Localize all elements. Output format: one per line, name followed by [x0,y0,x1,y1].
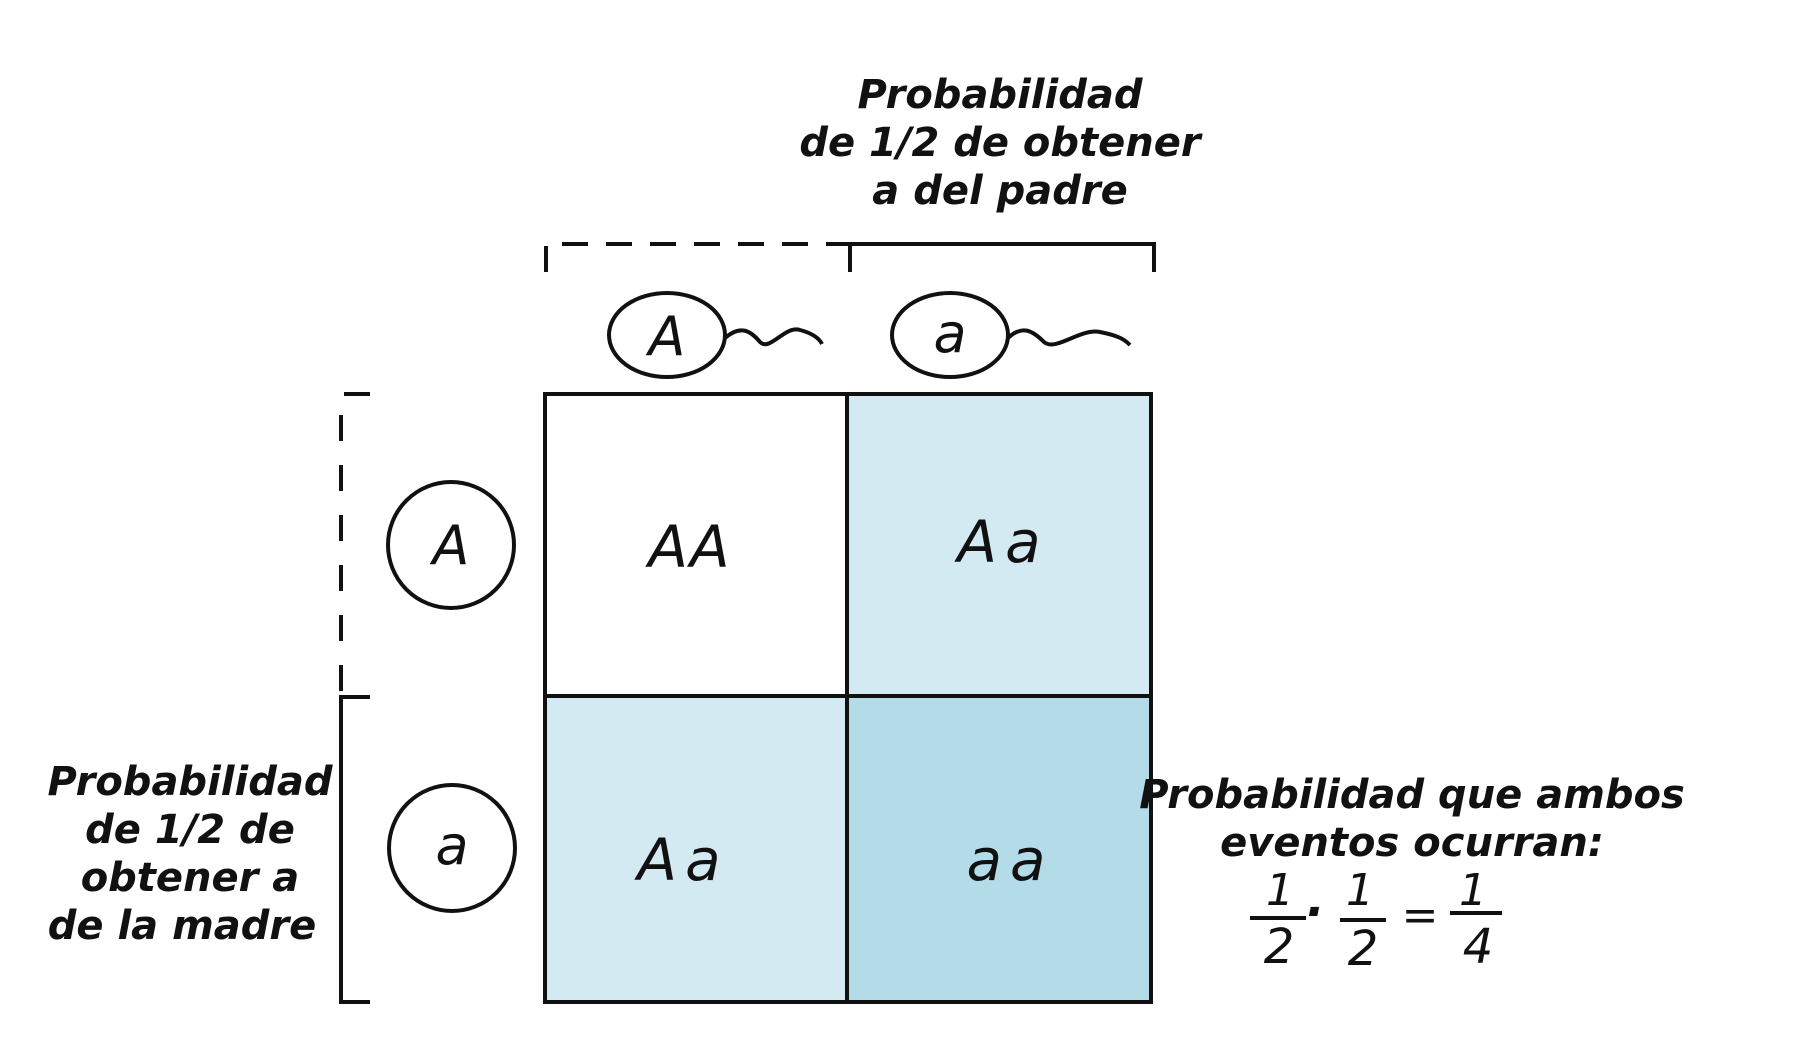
father-allele-a-sperm: a [890,291,1132,379]
mother-allele-label: a [435,814,468,877]
father-allele-label: a [933,302,966,365]
father-probability-label: Probabilidad de 1/2 de obtener a del pad… [799,72,1203,214]
left-dashed-bracket [339,392,370,697]
result-label-line: eventos ocurran: [1220,820,1604,866]
punnett-cell-Aa-bottom [545,696,847,1002]
fraction-one-half: 1 2 [1250,865,1306,975]
father-allele-A-sperm: A [607,291,824,379]
left-solid-bracket [339,695,370,1004]
top-solid-bracket [848,242,1156,272]
combined-probability: Probabilidad que ambos eventos ocurran: … [1139,772,1685,977]
mother-allele-A-egg: A [386,480,516,610]
mother-allele-label: A [430,514,470,577]
punnett-cell-AA [545,394,847,696]
mother-label-line: de 1/2 de [85,807,295,853]
father-label-line: de 1/2 de obtener [799,120,1203,166]
fraction-one-quarter: 1 4 [1450,865,1502,975]
result-label-line: Probabilidad que ambos [1139,772,1685,818]
fraction-numerator: 1 [1459,865,1487,916]
father-allele-label: A [646,305,686,368]
sperm-tail-icon [1006,328,1132,347]
fraction-denominator: 2 [1264,919,1295,975]
mother-label-line: obtener a [81,855,300,901]
sperm-tail-icon [723,327,824,347]
fraction-one-half: 1 2 [1340,865,1386,977]
fraction-denominator: 2 [1348,921,1379,977]
mother-label-line: de la madre [48,903,316,949]
genotype-label: Aa [633,826,728,894]
fraction-numerator: 1 [1266,865,1294,916]
mother-allele-a-egg: a [387,783,517,913]
genotype-label: aa [966,826,1053,894]
genotype-label: AA [644,513,731,581]
father-label-line: Probabilidad [858,72,1143,118]
equals-sign: = [1402,890,1439,941]
fraction-denominator: 4 [1463,919,1494,975]
father-label-line: a del padre [872,168,1127,214]
genotype-label: Aa [953,508,1048,576]
fraction-numerator: 1 [1346,865,1374,916]
mother-probability-label: Probabilidad de 1/2 de obtener a de la m… [48,759,333,949]
multiply-dot: · [1305,884,1323,940]
top-dashed-bracket [544,242,850,272]
punnett-cell-aa [847,696,1151,1002]
punnett-cell-Aa-top [847,394,1151,696]
mother-label-line: Probabilidad [48,759,333,805]
